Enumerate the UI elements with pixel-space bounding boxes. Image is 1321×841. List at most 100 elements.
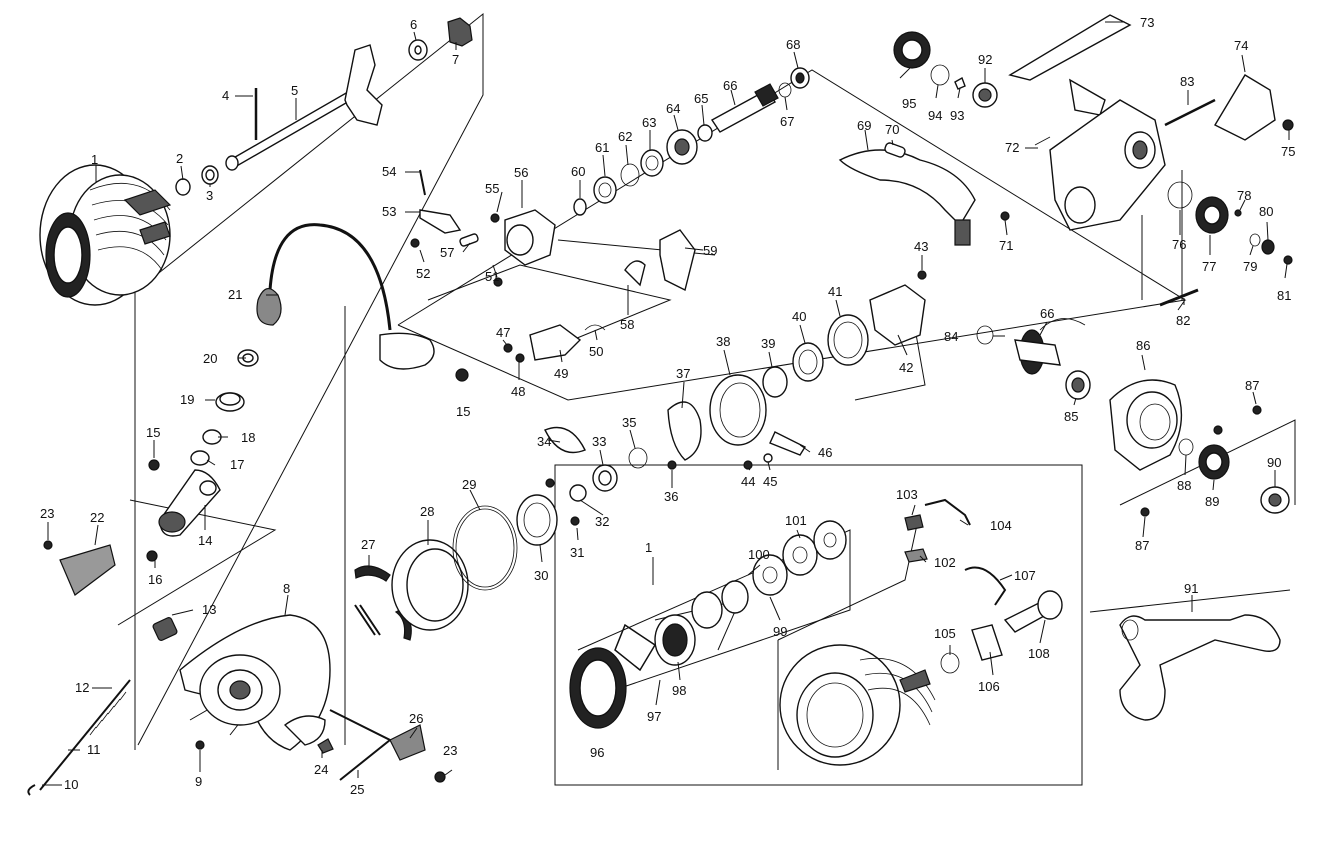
- label-84: 84: [944, 329, 958, 344]
- label-30: 30: [534, 568, 548, 583]
- label-105: 105: [934, 626, 956, 641]
- label-15a: 15: [146, 425, 160, 440]
- pinion-stack-60-68: [573, 67, 810, 216]
- label-53: 53: [382, 204, 396, 219]
- gear-stack-92-95: [893, 31, 998, 108]
- label-50: 50: [589, 344, 603, 359]
- label-20: 20: [203, 351, 217, 366]
- label-5: 5: [291, 83, 298, 98]
- label-68: 68: [786, 37, 800, 52]
- springs-27: [354, 565, 412, 641]
- label-100: 100: [748, 547, 770, 562]
- label-98: 98: [672, 683, 686, 698]
- label-79: 79: [1243, 259, 1257, 274]
- label-66a: 66: [723, 78, 737, 93]
- label-32: 32: [595, 514, 609, 529]
- label-73: 73: [1140, 15, 1154, 30]
- label-18: 18: [241, 430, 255, 445]
- label-82: 82: [1176, 313, 1190, 328]
- label-15-repeat: 15: [456, 404, 470, 419]
- small-rings-2-3: [175, 165, 219, 196]
- drive-gear-84-90: [976, 318, 1290, 517]
- label-39: 39: [761, 336, 775, 351]
- reel-body-73: [1008, 14, 1294, 231]
- label-58: 58: [620, 317, 634, 332]
- label-22: 22: [90, 510, 104, 525]
- label-25: 25: [350, 782, 364, 797]
- label-44: 44: [741, 474, 755, 489]
- label-34: 34: [537, 434, 551, 449]
- label-40: 40: [792, 309, 806, 324]
- label-66-repeat: 66: [1040, 306, 1054, 321]
- label-35: 35: [622, 415, 636, 430]
- label-38: 38: [716, 334, 730, 349]
- label-91: 91: [1184, 581, 1198, 596]
- label-14: 14: [198, 533, 212, 548]
- rotor-8: [179, 614, 331, 751]
- label-78: 78: [1237, 188, 1251, 203]
- label-1: 1: [91, 152, 98, 167]
- label-97: 97: [647, 709, 661, 724]
- label-72: 72: [1005, 140, 1019, 155]
- label-106: 106: [978, 679, 1000, 694]
- label-52: 52: [416, 266, 430, 281]
- label-28: 28: [420, 504, 434, 519]
- label-17: 17: [230, 457, 244, 472]
- label-107: 107: [1014, 568, 1036, 583]
- label-65: 65: [694, 91, 708, 106]
- label-80: 80: [1259, 204, 1273, 219]
- label-95: 95: [902, 96, 916, 111]
- bail-parts-24-26: [317, 709, 446, 783]
- label-43: 43: [914, 239, 928, 254]
- label-61: 61: [595, 140, 609, 155]
- label-41: 41: [828, 284, 842, 299]
- label-96: 96: [590, 745, 604, 760]
- roller-rings-17-20: [148, 349, 259, 471]
- spool-part-1: [39, 164, 172, 306]
- label-87a: 87: [1245, 378, 1259, 393]
- leader-lines: [42, 21, 1290, 786]
- label-87-repeat: 87: [1135, 538, 1149, 553]
- label-4: 4: [222, 88, 229, 103]
- part-labels: 1 2 3 4 5 6 7 8 9 10 11 12 13 14 15 16 1…: [40, 15, 1295, 797]
- label-54: 54: [382, 164, 396, 179]
- side-parts-76-83: [1159, 98, 1293, 307]
- body-rings-37-42: [667, 270, 927, 461]
- label-59: 59: [703, 243, 717, 258]
- label-1-repeat: 1: [645, 540, 652, 555]
- label-88: 88: [1177, 478, 1191, 493]
- handle-91: [1119, 614, 1281, 721]
- label-29: 29: [462, 477, 476, 492]
- label-67: 67: [780, 114, 794, 129]
- label-48: 48: [511, 384, 525, 399]
- label-27: 27: [361, 537, 375, 552]
- label-23-repeat: 23: [443, 743, 457, 758]
- label-76: 76: [1172, 237, 1186, 252]
- label-55: 55: [485, 181, 499, 196]
- label-19: 19: [180, 392, 194, 407]
- label-83: 83: [1180, 74, 1194, 89]
- label-3: 3: [206, 188, 213, 203]
- label-13: 13: [202, 602, 216, 617]
- label-2: 2: [176, 151, 183, 166]
- label-47: 47: [496, 325, 510, 340]
- label-12: 12: [75, 680, 89, 695]
- label-75: 75: [1281, 144, 1295, 159]
- label-33: 33: [592, 434, 606, 449]
- label-102: 102: [934, 555, 956, 570]
- label-92: 92: [978, 52, 992, 67]
- label-90: 90: [1267, 455, 1281, 470]
- label-21: 21: [228, 287, 242, 302]
- label-103: 103: [896, 487, 918, 502]
- label-101: 101: [785, 513, 807, 528]
- body-cover-69-72: [838, 136, 1051, 246]
- label-81: 81: [1277, 288, 1291, 303]
- lever-assembly-47-59: [410, 169, 696, 363]
- bail-wire-21: [256, 223, 469, 382]
- label-64: 64: [666, 101, 680, 116]
- label-74: 74: [1234, 38, 1248, 53]
- label-51: 51: [485, 269, 499, 284]
- label-99: 99: [773, 624, 787, 639]
- label-10: 10: [64, 777, 78, 792]
